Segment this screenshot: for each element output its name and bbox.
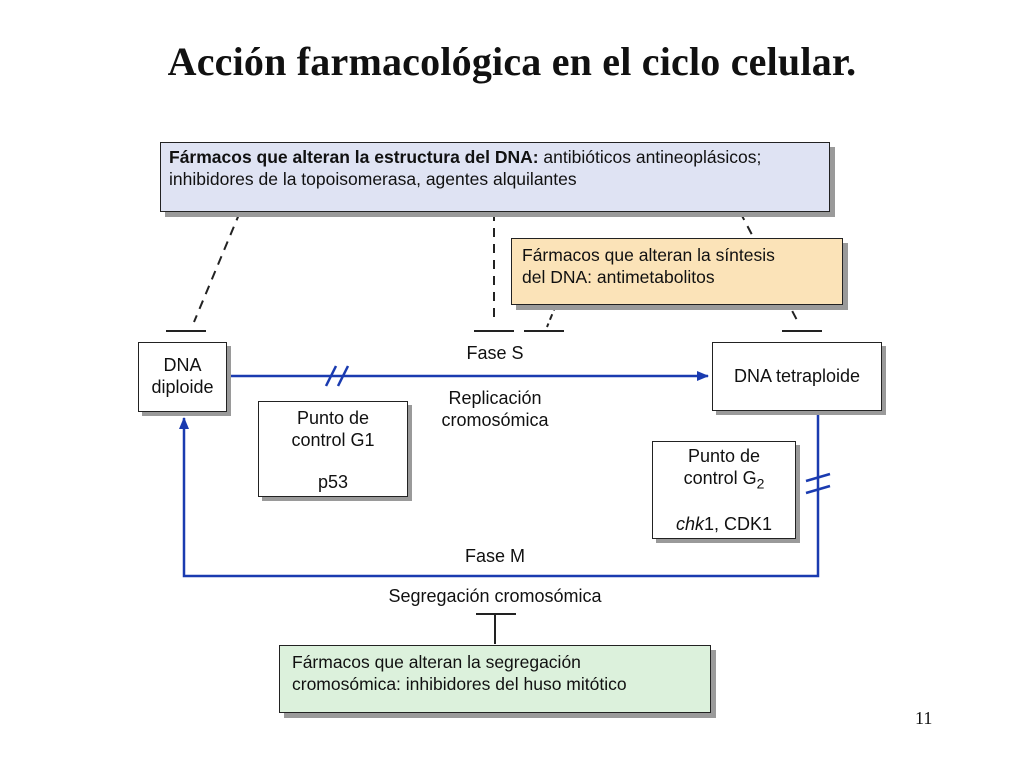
dna-synthesis-line2: del DNA: antimetabolitos <box>522 267 715 287</box>
checkpoint-g2-line2: control G2 <box>653 467 795 495</box>
dna-diploid-box: DNA diploide <box>138 342 227 412</box>
dash-line-synthesis <box>546 304 557 328</box>
phase-s-label: Fase S <box>466 343 524 363</box>
phase-m-label: Fase M <box>464 546 525 566</box>
break-mark-s-2 <box>336 365 350 387</box>
dna-diploid-line1: DNA <box>163 355 202 375</box>
checkpoint-g2-line1: Punto de <box>687 446 761 466</box>
dna-structure-drugs-box: Fármacos que alteran la estructura del D… <box>160 142 830 212</box>
segregation-drugs-box: Fármacos que alteran la segregación crom… <box>279 645 711 713</box>
phase-m-loop <box>179 411 820 578</box>
checkpoint-g1-line1: Punto de <box>296 408 370 428</box>
dna-structure-drugs-bold: Fármacos que alteran la estructura del D… <box>169 147 539 167</box>
replication-label: Replicación cromosómica <box>410 387 580 431</box>
dna-tetraploid-label: DNA tetraploide <box>733 366 861 386</box>
replication-line2: cromosómica <box>441 410 549 430</box>
dash-line-to-diploid <box>193 211 241 323</box>
checkpoint-g2-regulator: chk1, CDK1 <box>653 513 795 535</box>
checkpoint-g1-line2: control G1 <box>291 430 375 450</box>
dna-diploid-line2: diploide <box>151 377 214 397</box>
break-mark-m-1 <box>805 472 831 483</box>
replication-line1: Replicación <box>448 388 542 408</box>
segregation-label: Segregación cromosómica <box>388 586 602 606</box>
checkpoint-g1-regulator: p53 <box>317 472 349 492</box>
break-mark-m-2 <box>805 484 831 495</box>
dna-synthesis-drugs-box: Fármacos que alteran la síntesis del DNA… <box>511 238 843 305</box>
dna-synthesis-line1: Fármacos que alteran la síntesis <box>522 245 775 265</box>
slide-title: Acción farmacológica en el ciclo celular… <box>167 39 857 84</box>
dna-tetraploid-box: DNA tetraploide <box>712 342 882 411</box>
checkpoint-g2-box: Punto de control G2 chk1, CDK1 <box>652 441 796 539</box>
break-mark-s-1 <box>324 365 338 387</box>
checkpoint-g2-regulator-italic: chk <box>675 513 704 534</box>
checkpoint-g2-subscript: 2 <box>756 475 765 492</box>
checkpoint-g2-regulator-rest: 1, CDK1 <box>703 513 773 534</box>
dna-structure-drugs-text: antibióticos antineoplásicos; inhibidore… <box>169 147 762 189</box>
page-number: 11 <box>915 708 933 728</box>
segregation-drugs-line2: cromosómica: inhibidores del huso mitóti… <box>292 674 627 694</box>
checkpoint-g1-box: Punto de control G1 p53 <box>258 401 408 497</box>
segregation-drugs-line1: Fármacos que alteran la segregación <box>292 652 581 672</box>
checkpoint-g2-line2-prefix: control G <box>683 468 757 488</box>
